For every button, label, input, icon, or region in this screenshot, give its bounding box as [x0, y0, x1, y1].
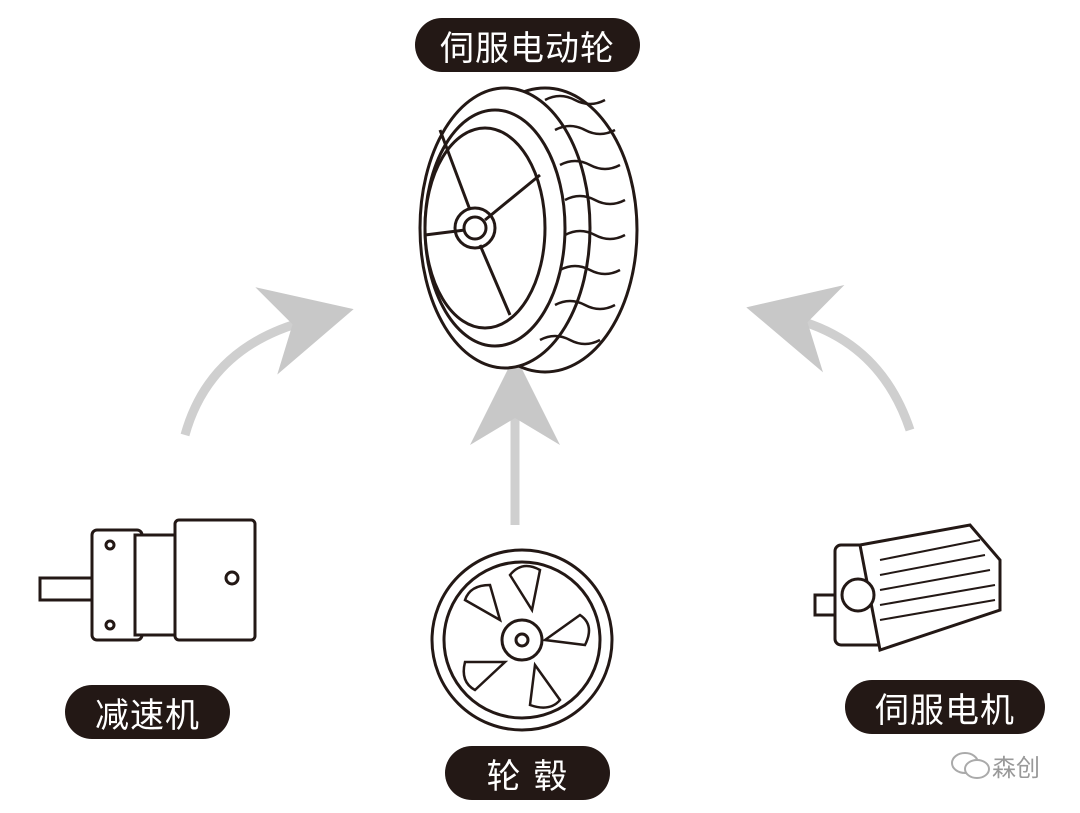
arrow-right — [746, 284, 915, 432]
reducer-illustration — [38, 518, 257, 642]
servo-wheel-illustration — [418, 86, 639, 374]
wechat-icon — [951, 751, 990, 779]
label-servo-motor: 伺服电机 — [845, 680, 1045, 734]
watermark-text: 森创 — [992, 754, 1040, 782]
label-servo-wheel: 伺服电动轮 — [415, 18, 640, 72]
arrow-left — [180, 287, 354, 437]
label-wheel-hub: 轮 毂 — [445, 746, 610, 800]
wheel-hub-illustration — [430, 548, 614, 732]
servo-motor-illustration — [813, 523, 1002, 652]
watermark: 森创 — [950, 748, 1040, 783]
label-reducer: 减速机 — [65, 685, 230, 739]
